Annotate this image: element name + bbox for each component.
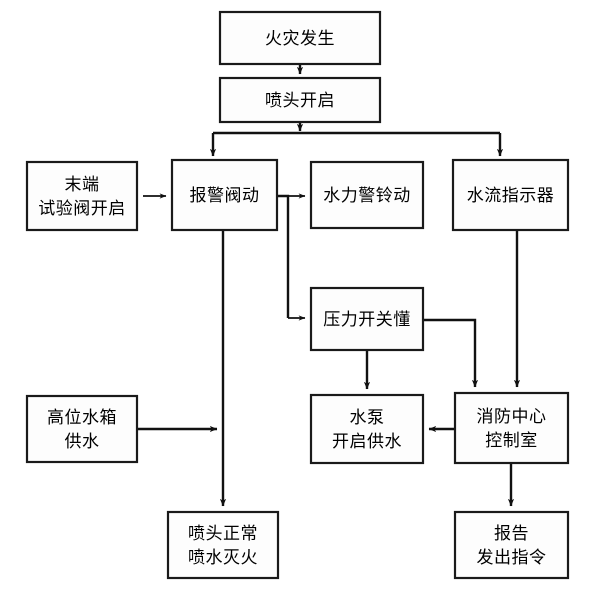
node-alarmvalve[interactable]: 报警阀动 xyxy=(170,158,279,232)
node-pressswitch-label-1: 压力开关懂 xyxy=(323,310,411,330)
connector-alarmvalve-riser xyxy=(277,194,290,318)
node-flowind[interactable]: 水流指示器 xyxy=(451,158,570,232)
node-alarmvalve-label-1: 报警阀动 xyxy=(190,186,260,206)
connector-layer xyxy=(137,64,521,507)
node-sprinkler-label-1: 喷头开启 xyxy=(265,91,335,111)
node-firecenter-label-2: 控制室 xyxy=(485,431,538,451)
node-report-label-1: 报告 xyxy=(494,524,529,544)
node-waterbell[interactable]: 水力警铃动 xyxy=(309,160,425,230)
node-sprinkler[interactable]: 喷头开启 xyxy=(218,76,382,124)
node-pressswitch[interactable]: 压力开关懂 xyxy=(309,286,425,352)
node-tanksupply-label-2: 供水 xyxy=(65,432,100,452)
node-extinguish-label-1: 喷头正常 xyxy=(188,524,258,544)
node-report[interactable]: 报告 发出指令 xyxy=(453,510,570,580)
node-extinguish-label-2: 喷水灭火 xyxy=(188,548,258,568)
node-firecenter-label-1: 消防中心 xyxy=(477,407,547,427)
node-fire[interactable]: 火灾发生 xyxy=(218,10,382,66)
node-flowind-label-1: 水流指示器 xyxy=(467,186,555,206)
node-waterbell-label-1: 水力警铃动 xyxy=(323,186,411,206)
node-layer: 火灾发生 喷头开启 末端 试验阀开启 报警阀动 水力警铃动 水流 xyxy=(25,10,570,580)
node-fire-label-1: 火灾发生 xyxy=(265,29,335,49)
node-endvalve-label-2: 试验阀开启 xyxy=(38,199,126,219)
node-tanksupply[interactable]: 高位水箱 供水 xyxy=(25,394,139,464)
node-pumpsupply-label-2: 开启供水 xyxy=(332,432,402,452)
node-extinguish[interactable]: 喷头正常 喷水灭火 xyxy=(166,510,280,580)
node-endvalve-label-1: 末端 xyxy=(65,175,100,195)
node-report-label-2: 发出指令 xyxy=(477,548,547,568)
node-tanksupply-label-1: 高位水箱 xyxy=(47,408,117,428)
node-pumpsupply[interactable]: 水泵 开启供水 xyxy=(309,393,425,465)
node-firecenter[interactable]: 消防中心 控制室 xyxy=(453,391,570,465)
node-endvalve[interactable]: 末端 试验阀开启 xyxy=(25,160,139,232)
connector-pressswitch-to-firecenter xyxy=(423,318,479,388)
node-pumpsupply-label-1: 水泵 xyxy=(350,408,385,428)
